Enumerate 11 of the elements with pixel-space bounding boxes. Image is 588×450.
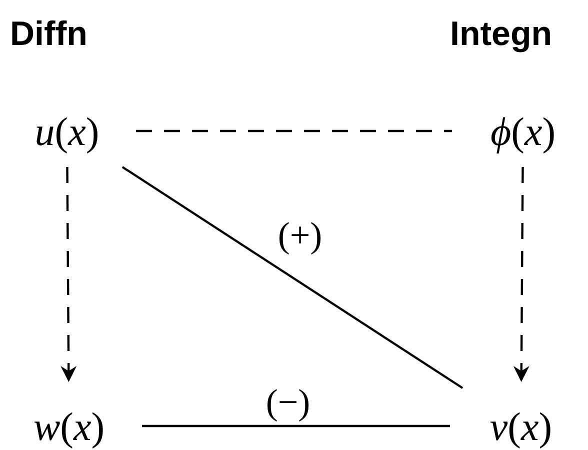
arrow bbox=[513, 167, 530, 382]
math-expression: ϕ(x) bbox=[462, 105, 584, 157]
connector-line bbox=[142, 424, 450, 428]
arrow bbox=[60, 167, 77, 382]
math-expression: v(x) bbox=[462, 400, 580, 450]
math-expression: w(x) bbox=[8, 400, 130, 450]
connector-line bbox=[136, 130, 452, 132]
column-heading: Integn bbox=[450, 15, 552, 54]
connector-line bbox=[122, 166, 464, 389]
math-expression: u(x) bbox=[8, 105, 126, 157]
column-heading: Diffn bbox=[10, 15, 88, 54]
